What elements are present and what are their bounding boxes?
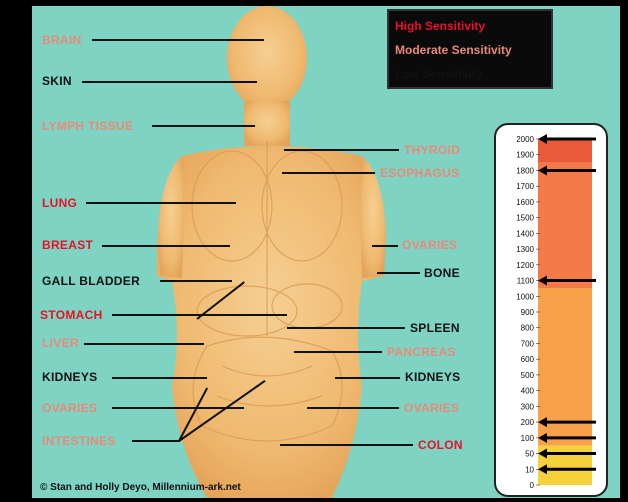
copyright: © Stan and Holly Deyo, Millennium-ark.ne… (40, 482, 241, 493)
legend-moderate: Moderate Sensitivity (395, 43, 512, 57)
scale-tick-label: 1400 (516, 229, 534, 238)
label-liver: Liver (42, 336, 79, 350)
label-kidneys-right: Kidneys (405, 370, 460, 384)
label-ovaries-mid: Ovaries (404, 401, 459, 415)
label-stomach: Stomach (40, 308, 103, 322)
leader-gall-bladder (160, 280, 232, 282)
label-gall-bladder: Gall Bladder (42, 274, 140, 288)
scale-tick-label: 100 (521, 434, 535, 443)
sensitivity-legend: High Sensitivity Moderate Sensitivity Lo… (387, 9, 553, 89)
label-brain: Brain (42, 33, 82, 47)
label-lung: Lung (42, 196, 77, 210)
legend-high: High Sensitivity (395, 19, 485, 33)
leader-spleen (287, 327, 405, 329)
leader-breast (102, 245, 230, 247)
scale-tick-label: 2000 (516, 135, 534, 144)
body-silhouette (157, 6, 386, 498)
scale-tick-label: 900 (521, 308, 535, 317)
scale-tick-label: 1300 (516, 245, 534, 254)
label-ovaries-left: Ovaries (42, 401, 97, 415)
label-esophagus: Esophagus (380, 166, 459, 180)
leader-bone (377, 272, 420, 274)
leader-kidneys-left (112, 377, 207, 379)
scale-tick-label: 800 (521, 324, 535, 333)
label-colon: Colon (418, 438, 463, 452)
leader-liver (84, 343, 204, 345)
label-bone: Bone (424, 266, 460, 280)
leader-brain (92, 39, 264, 41)
label-kidneys-left: Kidneys (42, 370, 97, 384)
scale-graphic: 2000190018001700160015001400130012001100… (496, 125, 606, 495)
scale-tick-label: 200 (521, 418, 535, 427)
leader-skin (82, 81, 257, 83)
scale-tick-label: 1500 (516, 214, 534, 223)
legend-low: Low Sensitivity (395, 67, 482, 81)
scale-tick-label: 1800 (516, 166, 534, 175)
scale-tick-label: 300 (521, 402, 535, 411)
scale-tick-label: 700 (521, 339, 535, 348)
leader-thyroid (284, 149, 399, 151)
label-lymph-tissue: Lymph Tissue (42, 119, 133, 133)
label-spleen: Spleen (410, 321, 460, 335)
scale-tick-label: 50 (525, 450, 534, 459)
leader-intestines (132, 440, 180, 442)
scale-tick-label: 1000 (516, 292, 534, 301)
label-intestines: Intestines (42, 434, 116, 448)
leader-ovaries-right (372, 245, 398, 247)
diagram-panel: Brain Skin Lymph Tissue Thyroid Esophagu… (32, 6, 620, 498)
scale-tick-label: 1600 (516, 198, 534, 207)
scale-tick-label: 400 (521, 387, 535, 396)
leader-kidneys-right (335, 377, 400, 379)
scale-tick-label: 1900 (516, 151, 534, 160)
scale-tick-label: 1100 (517, 277, 535, 286)
scale-tick-label: 0 (530, 481, 535, 490)
leader-colon (280, 444, 413, 446)
leader-pancreas (294, 351, 382, 353)
leader-ovaries-mid (307, 407, 399, 409)
label-ovaries-right: Ovaries (402, 238, 457, 252)
label-breast: Breast (42, 238, 93, 252)
leader-esophagus (282, 172, 375, 174)
leader-lymph-tissue (152, 125, 255, 127)
label-skin: Skin (42, 74, 72, 88)
scale-tick-label: 10 (525, 465, 534, 474)
label-pancreas: Pancreas (387, 345, 456, 359)
scale-tick-label: 600 (521, 355, 535, 364)
leader-lung (86, 202, 236, 204)
scale-tick-label: 1700 (516, 182, 534, 191)
scale-tick-label: 1200 (516, 261, 534, 270)
label-thyroid: Thyroid (404, 143, 460, 157)
scale-segment (538, 163, 592, 289)
scale-tick-label: 500 (521, 371, 535, 380)
